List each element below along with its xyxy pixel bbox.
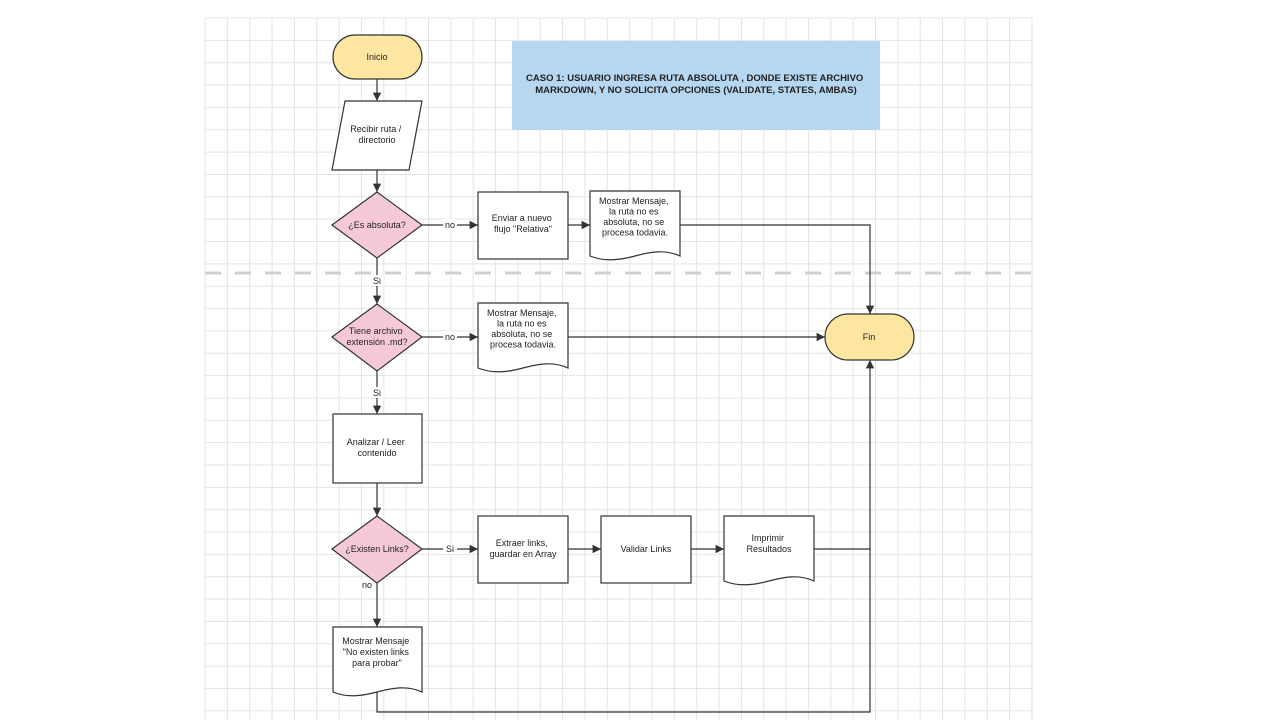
edge-msg1-fin [680, 224, 875, 314]
node-tiene-md[interactable] [330, 303, 424, 372]
node-mensaje-no-links-label: Mostrar Mensaje "No existen links para p… [342, 636, 412, 668]
node-recibir-ruta-label: Recibir ruta / directorio [350, 124, 404, 145]
node-mensaje-no-absoluta-1-label: Mostrar Mensaje, la ruta no es absoluta,… [599, 196, 671, 238]
grid-background [204, 17, 1033, 720]
node-extraer-links[interactable] [477, 515, 569, 584]
edge-label-absoluta-si: Si [373, 276, 381, 286]
node-tiene-md-label: Tiene archivo extensión .md? [346, 326, 407, 347]
node-recibir-ruta[interactable] [331, 100, 423, 171]
node-fin[interactable] [824, 313, 915, 361]
node-imprimir-resultados-label: Imprimir Resultados [746, 533, 792, 554]
edge-label-absoluta-no: no [445, 220, 455, 230]
node-labels: Inicio Recibir ruta / directorio ¿Es abs… [342, 52, 875, 668]
edge-label-md-no: no [445, 332, 455, 342]
node-enviar-relativa-label: Enviar a nuevo flujo "Relativa" [492, 213, 555, 234]
edge-label-md-si: Si [373, 388, 381, 398]
node-validar-links[interactable] [600, 515, 692, 584]
edge-labels: no Si no Si Si no [360, 219, 457, 590]
node-validar-links-label: Validar Links [621, 544, 672, 554]
edge-label-links-no: no [362, 580, 372, 590]
node-es-absoluta[interactable] [330, 191, 424, 259]
node-mensaje-no-absoluta-1[interactable] [589, 190, 681, 261]
node-imprimir-resultados[interactable] [723, 515, 815, 586]
node-existen-links-label: ¿Existen Links? [345, 544, 409, 554]
node-analizar-label: Analizar / Leer contenido [347, 437, 408, 458]
node-inicio[interactable] [332, 34, 423, 80]
edge-msg3-fin [376, 360, 875, 713]
node-mensaje-no-links[interactable] [332, 626, 423, 697]
edge-label-links-si: Si [446, 544, 454, 554]
node-extraer-links-label: Extraer links, guardar en Array [489, 538, 557, 559]
node-existen-links[interactable] [330, 515, 424, 584]
node-mensaje-no-absoluta-2-label: Mostrar Mensaje, la ruta no es absoluta,… [487, 308, 559, 350]
caption-box[interactable]: CASO 1: USUARIO INGRESA RUTA ABSOLUTA , … [512, 41, 880, 130]
node-enviar-relativa[interactable] [477, 191, 569, 260]
node-es-absoluta-label: ¿Es absoluta? [348, 220, 406, 230]
shapes [330, 34, 915, 697]
node-fin-label: Fin [863, 332, 876, 342]
node-inicio-label: Inicio [366, 52, 387, 62]
node-mensaje-no-absoluta-2[interactable] [477, 302, 569, 373]
caption-text: CASO 1: USUARIO INGRESA RUTA ABSOLUTA , … [526, 73, 866, 96]
node-analizar[interactable] [332, 413, 423, 484]
